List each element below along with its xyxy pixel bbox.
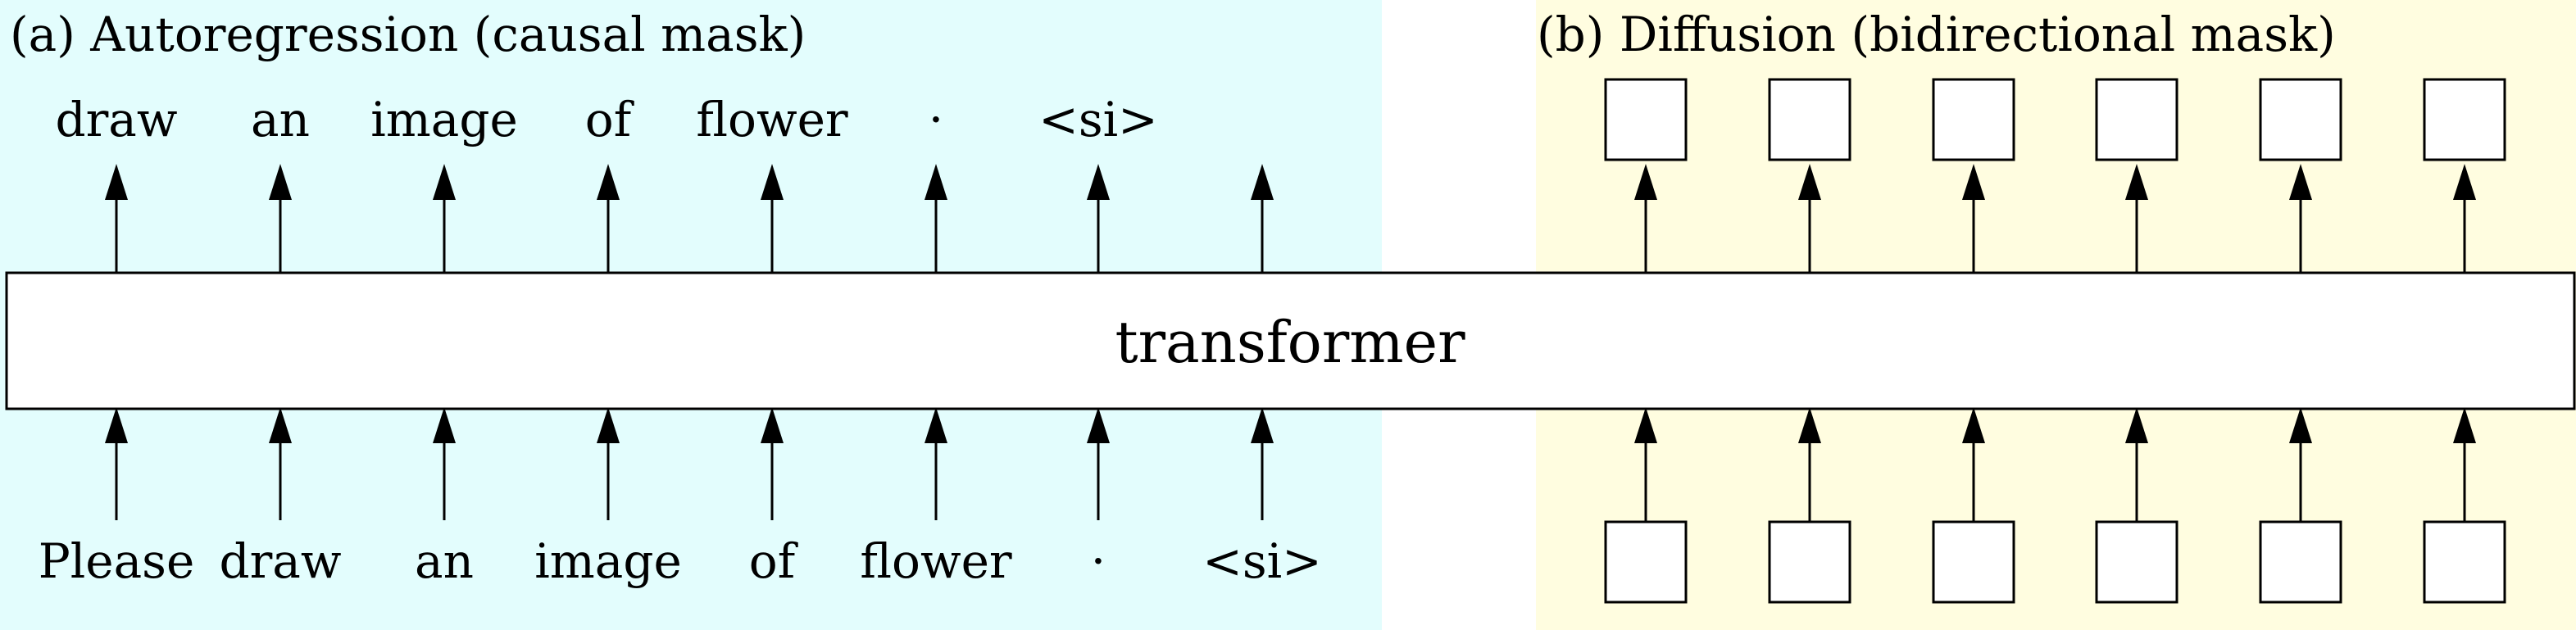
ar-input-arrow — [1251, 407, 1274, 520]
autoregression-panel-title: (a) Autoregression (causal mask) — [10, 7, 806, 62]
diffusion-input-arrow — [2125, 407, 2148, 522]
diffusion-input-arrow — [1634, 407, 1657, 522]
diffusion-output-arrow — [1798, 164, 1821, 273]
transformer-label: transformer — [1115, 309, 1465, 376]
diffusion-output-arrow — [1634, 164, 1657, 273]
ar-input-arrow — [1087, 407, 1110, 520]
diffusion-input-slot — [1932, 520, 2015, 604]
ar-input-token: an — [415, 533, 474, 589]
diffusion-output-arrow — [2125, 164, 2148, 273]
ar-input-arrow — [597, 407, 620, 520]
ar-input-arrow — [269, 407, 292, 520]
diffusion-output-slot — [1932, 78, 2015, 161]
ar-input-token: image — [534, 533, 682, 589]
ar-output-arrow — [105, 164, 128, 273]
diffusion-input-arrow — [2453, 407, 2476, 522]
ar-output-arrow — [433, 164, 456, 273]
ar-input-arrow — [105, 407, 128, 520]
ar-output-arrow — [1087, 164, 1110, 273]
ar-input-token: draw — [219, 533, 341, 589]
diffusion-input-arrow — [1962, 407, 1985, 522]
diffusion-input-slot — [2095, 520, 2178, 604]
ar-output-arrow — [925, 164, 947, 273]
ar-output-token: of — [585, 92, 634, 147]
ar-output-token: draw — [55, 92, 177, 147]
ar-input-arrow — [925, 407, 947, 520]
diffusion-panel-title: (b) Diffusion (bidirectional mask) — [1537, 7, 2336, 62]
diffusion-input-slot — [2259, 520, 2342, 604]
ar-input-arrow — [761, 407, 784, 520]
ar-input-token: flower — [860, 533, 1012, 589]
ar-input-token: <si> — [1202, 533, 1322, 589]
diffusion-input-slot — [1604, 520, 1688, 604]
ar-output-token: <si> — [1038, 92, 1158, 147]
diffusion-output-slot — [1604, 78, 1688, 161]
ar-input-token: of — [749, 533, 798, 589]
ar-input-token: Please — [39, 533, 195, 589]
diffusion-output-slot — [2423, 78, 2506, 161]
ar-output-arrow — [597, 164, 620, 273]
ar-output-arrow — [761, 164, 784, 273]
ar-output-token: image — [370, 92, 518, 147]
ar-output-arrow — [269, 164, 292, 273]
ar-output-token: an — [251, 92, 310, 147]
diffusion-input-slot — [1768, 520, 1851, 604]
ar-output-arrow — [1251, 164, 1274, 273]
diffusion-output-arrow — [1962, 164, 1985, 273]
diffusion-input-arrow — [1798, 407, 1821, 522]
transformer-block — [5, 271, 2576, 410]
diffusion-input-slot — [2423, 520, 2506, 604]
diffusion-output-slot — [1768, 78, 1851, 161]
ar-output-token: · — [929, 92, 943, 147]
diffusion-output-arrow — [2453, 164, 2476, 273]
ar-output-token: flower — [696, 92, 848, 147]
diffusion-output-slot — [2095, 78, 2178, 161]
ar-input-arrow — [433, 407, 456, 520]
ar-input-token: · — [1091, 533, 1106, 589]
diffusion-output-arrow — [2289, 164, 2312, 273]
diffusion-output-slot — [2259, 78, 2342, 161]
diffusion-input-arrow — [2289, 407, 2312, 522]
